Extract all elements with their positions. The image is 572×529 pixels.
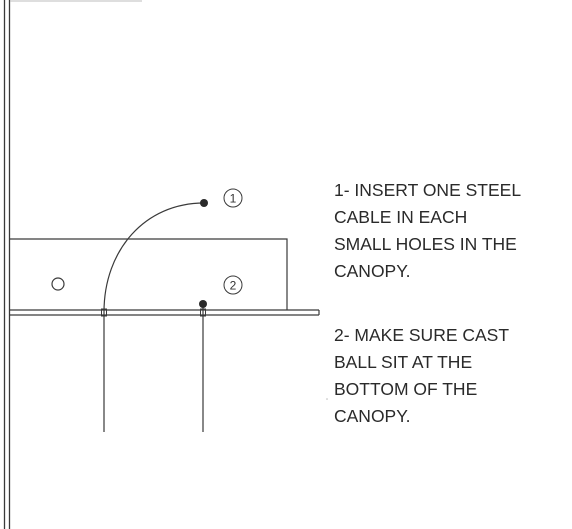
callout-1-number: 1 [230,192,237,206]
steel-cable-1 [103,202,205,432]
callout-1: 1 [223,188,243,208]
speck [326,398,328,400]
instruction-step-1: 1- INSERT ONE STEEL CABLE IN EACH SMALL … [334,180,522,281]
canopy-hole [51,277,65,291]
callout-2-circle [223,275,243,295]
callout-2-number: 2 [230,279,237,293]
cast-ball-2 [199,300,207,308]
callout-2: 2 [223,275,243,295]
canopy-outline [10,238,288,310]
callout-1-circle [223,188,243,208]
instruction-step-2: 2- MAKE SURE CAST BALL SIT AT THE BOTTOM… [334,325,510,426]
cable-2-collar [200,308,206,317]
cast-ball-1 [200,199,208,207]
cable-1-collar [101,308,107,317]
